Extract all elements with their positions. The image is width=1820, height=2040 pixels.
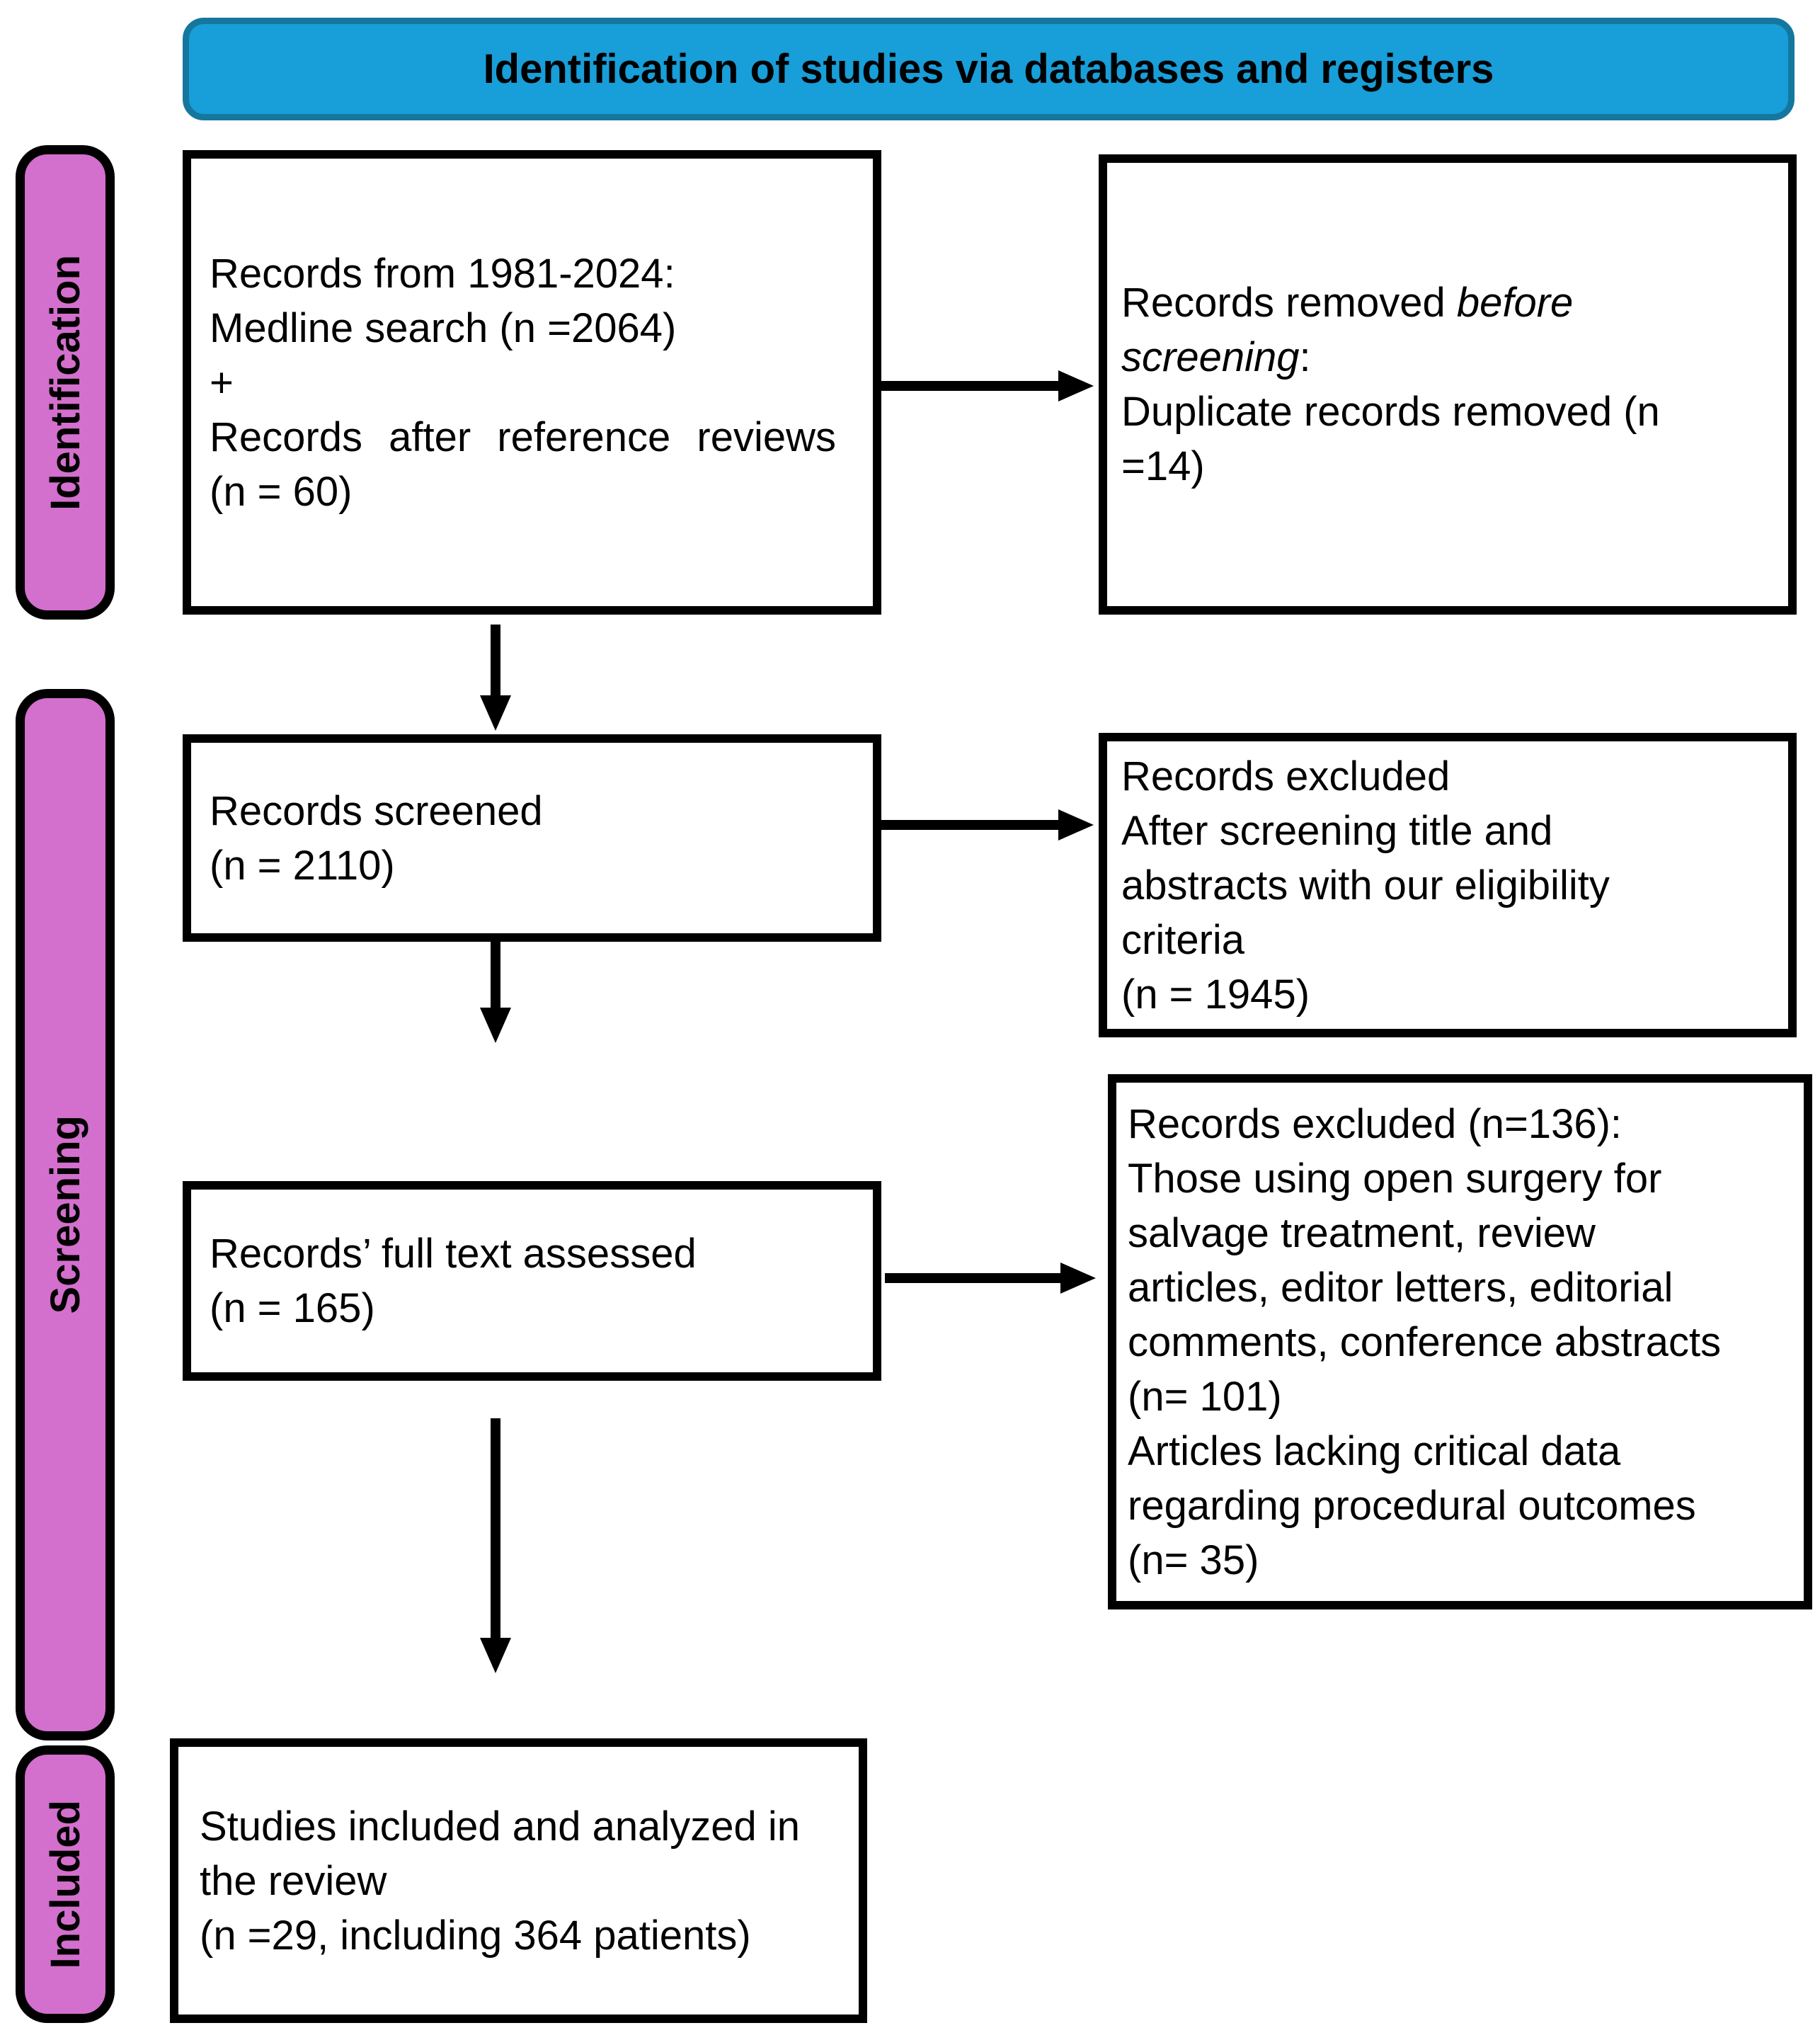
box-records-screened: Records screened (n = 2110) [183, 734, 881, 942]
box-text-line: the review [200, 1857, 387, 1904]
box-text-line: (n= 101) [1128, 1373, 1282, 1420]
box-text-line: After screening title and [1121, 807, 1553, 854]
box-text-line: Records screened [210, 787, 543, 834]
records-removed-line3: Duplicate records removed (n [1121, 389, 1660, 435]
box-records-removed-before-screening: Records removed before screening: Duplic… [1099, 154, 1797, 615]
arrow-screened-down-shaft [491, 938, 500, 1009]
records-removed-line4: =14) [1121, 443, 1205, 489]
box-records-excluded-fulltext: Records excluded (n=136): Those using ope… [1108, 1074, 1812, 1609]
arrow-fulltext-down-shaft [491, 1418, 500, 1639]
records-removed-line1: Records removed before [1121, 280, 1574, 326]
arrow-identification-down-head [480, 695, 511, 731]
box-text-line: salvage treatment, review [1128, 1209, 1596, 1256]
box-text-line: (n= 35) [1128, 1537, 1259, 1583]
arrow-screened-down-head [480, 1008, 511, 1043]
box-fulltext-assessed: Records’ full text assessed (n = 165) [183, 1181, 881, 1381]
box-text-line: Medline search (n =2064) [210, 304, 677, 351]
box-text-line: + [210, 359, 234, 406]
stage-label-identification-text: Identification [42, 254, 88, 511]
box-text-line: (n =29, including 364 patients) [200, 1912, 751, 1959]
stage-label-screening-text: Screening [42, 1115, 88, 1314]
stage-label-included-text: Included [42, 1799, 88, 1969]
box-text-line: Records excluded [1121, 753, 1450, 799]
box-text-line: Records excluded (n=136): [1128, 1100, 1622, 1147]
arrow-fulltext-right-shaft [885, 1273, 1062, 1283]
box-text-line: articles, editor letters, editorial [1128, 1264, 1673, 1311]
arrow-identification-right-shaft [881, 381, 1060, 391]
stage-label-identification: Identification [16, 145, 115, 620]
arrow-fulltext-right-head [1060, 1263, 1096, 1294]
arrow-identification-down-shaft [491, 625, 500, 697]
arrow-screened-right-head [1058, 809, 1094, 840]
stage-label-included: Included [16, 1745, 115, 2023]
box-text-line: (n = 60) [210, 468, 353, 515]
records-removed-line2: screening: [1121, 334, 1311, 380]
box-text-line: criteria [1121, 916, 1245, 963]
box-text-line: Records from 1981-2024: [210, 250, 675, 297]
box-studies-included: Studies included and analyzed in the revi… [170, 1738, 867, 2023]
box-text-line: (n = 165) [210, 1285, 375, 1331]
box-text-line: Studies included and analyzed in [200, 1803, 801, 1850]
arrow-fulltext-down-head [480, 1638, 511, 1673]
box-text-line: comments, conference abstracts [1128, 1318, 1722, 1365]
header-title: Identification of studies via databases … [483, 46, 1494, 92]
box-text-line: Articles lacking critical data [1128, 1428, 1621, 1474]
box-text-line: abstracts with our eligibility [1121, 862, 1610, 908]
stage-label-screening: Screening [16, 689, 115, 1740]
box-text-line: Records after reference reviews [210, 414, 836, 460]
header-banner: Identification of studies via databases … [183, 18, 1795, 120]
box-text-line: Those using open surgery for [1128, 1155, 1662, 1202]
arrow-screened-right-shaft [881, 820, 1060, 830]
box-text-line: (n = 1945) [1121, 971, 1310, 1018]
box-text-line: Records’ full text assessed [210, 1231, 697, 1277]
arrow-identification-right-head [1058, 370, 1094, 401]
box-records-identified: Records from 1981-2024: Medline search (n… [183, 150, 881, 615]
box-text-line: regarding procedural outcomes [1128, 1482, 1696, 1529]
box-text-line: (n = 2110) [210, 842, 395, 889]
